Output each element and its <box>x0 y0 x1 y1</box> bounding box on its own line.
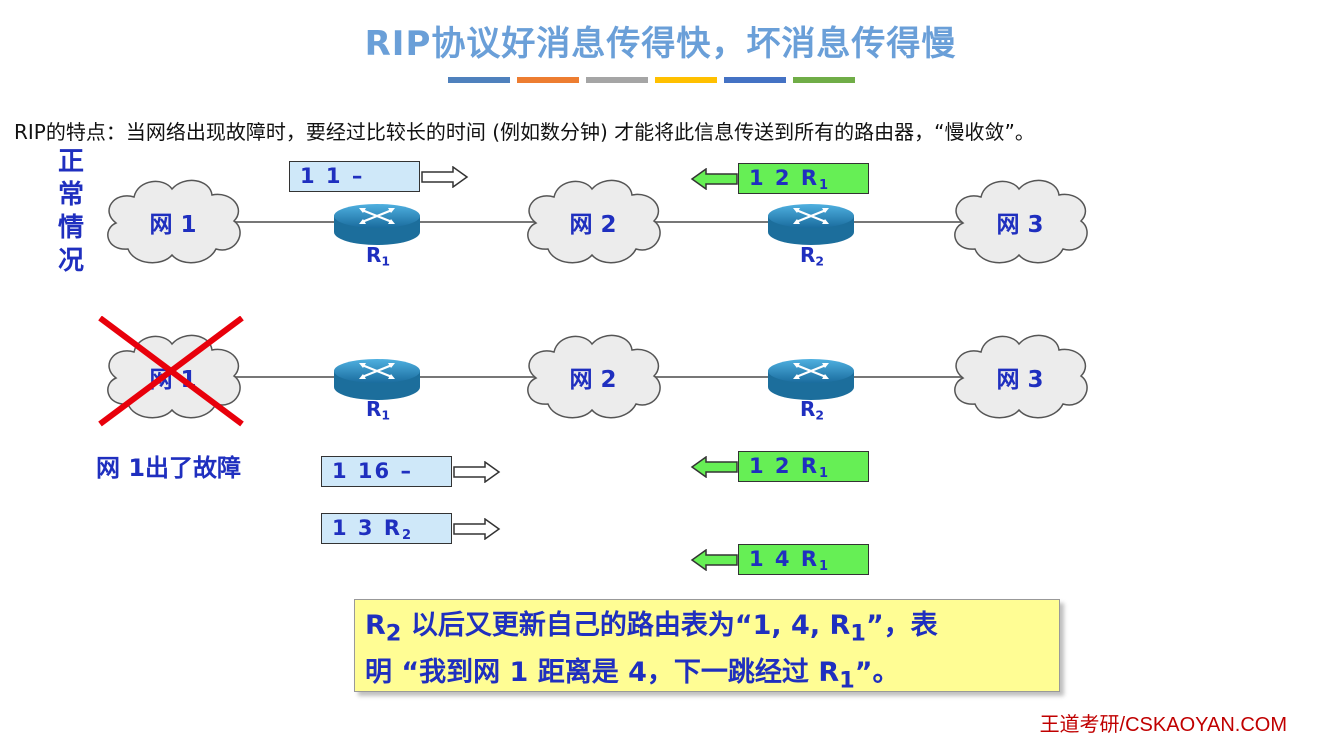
arrow-left-icon <box>690 456 738 478</box>
note-text: ”。 <box>854 657 900 689</box>
title-color-bar <box>793 77 855 83</box>
router-r2-icon <box>766 357 856 401</box>
arrow-right-icon <box>453 518 501 540</box>
rip-update-r2: 1 2 R1 <box>738 163 869 194</box>
router-r1-label: R1 <box>358 243 398 269</box>
fault-label: 网 1出了故障 <box>96 454 242 482</box>
rip-update-r1: 1 1 – <box>289 161 420 192</box>
note-line1: R2 以后又更新自己的路由表为“1, 4, R1”，表 <box>365 606 1049 653</box>
router-r2-sub: 2 <box>815 253 825 269</box>
router-r2-sub: 2 <box>815 407 825 423</box>
router-r1-name: R <box>365 397 382 421</box>
rip-update-sub: 1 <box>819 465 831 481</box>
rip-update-text: 1 1 – <box>300 164 365 188</box>
router-r1-icon <box>332 357 422 401</box>
router-r1-label: R1 <box>358 397 398 423</box>
note-text: R <box>365 610 386 641</box>
note-sub: 1 <box>850 620 866 647</box>
cloud-net3: 网 3 <box>945 326 1095 426</box>
net1-label: 网 1 <box>149 212 197 238</box>
note-sub: 2 <box>385 620 402 647</box>
rip-update-text: 1 4 R <box>749 547 820 571</box>
rip-update-text: 1 2 R <box>749 454 820 478</box>
net3-label: 网 3 <box>996 212 1044 238</box>
rip-update-sub: 1 <box>819 558 831 574</box>
router-r2-label: R2 <box>792 243 832 269</box>
title-color-bar <box>517 77 579 83</box>
note-text: ”，表 <box>865 610 938 641</box>
note-text: 以后又更新自己的路由表为“1, 4, R <box>401 610 851 641</box>
footer-brand: 王道考研/CSKAOYAN.COM <box>1039 714 1287 736</box>
rip-update-r1: 1 16 – <box>321 456 452 487</box>
net3-label: 网 3 <box>996 367 1044 393</box>
router-r2-label: R2 <box>792 397 832 423</box>
rip-update-text: 1 16 – <box>332 459 413 483</box>
note-box: R2 以后又更新自己的路由表为“1, 4, R1”，表 明 “我到网 1 距离是… <box>354 599 1060 694</box>
rip-update-r1: 1 3 R2 <box>321 513 452 544</box>
rip-update-r2: 1 2 R1 <box>738 451 869 482</box>
rip-update-sub: 1 <box>819 177 831 193</box>
note-text: 明 “我到网 1 距离是 4，下一跳经过 R <box>365 657 840 689</box>
arrow-right-icon <box>453 461 501 483</box>
router-r2-name: R <box>799 243 816 267</box>
net2-label: 网 2 <box>569 367 617 393</box>
intro-text: RIP的特点：当网络出现故障时，要经过比较长的时间 (例如数分钟) 才能将此信息… <box>14 120 1035 144</box>
rip-update-text: 1 3 R <box>332 516 403 540</box>
cloud-net1: 网 1 <box>98 171 248 271</box>
note-sub: 1 <box>839 667 855 694</box>
note-line2: 明 “我到网 1 距离是 4，下一跳经过 R1”。 <box>365 653 1049 700</box>
arrow-left-icon <box>690 168 738 190</box>
router-r1-sub: 1 <box>381 407 391 423</box>
router-r2-name: R <box>799 397 816 421</box>
title-color-bar <box>655 77 717 83</box>
router-r1-icon <box>332 202 422 246</box>
rip-update-r2: 1 4 R1 <box>738 544 869 575</box>
cloud-net2: 网 2 <box>518 171 668 271</box>
rip-update-text: 1 2 R <box>749 166 820 190</box>
router-r1-name: R <box>365 243 382 267</box>
fault-cross-icon <box>96 315 246 432</box>
title-color-bar <box>724 77 786 83</box>
router-r1-sub: 1 <box>381 253 391 269</box>
page-title: RIP协议好消息传得快，坏消息传得慢 <box>364 24 957 64</box>
cloud-net2: 网 2 <box>518 326 668 426</box>
net2-label: 网 2 <box>569 212 617 238</box>
arrow-right-icon <box>421 166 469 188</box>
normal-case-label: 正常情况 <box>57 147 84 276</box>
arrow-left-icon <box>690 549 738 571</box>
title-color-bar <box>448 77 510 83</box>
cloud-net3: 网 3 <box>945 171 1095 271</box>
rip-update-sub: 2 <box>402 527 414 543</box>
title-color-bar <box>586 77 648 83</box>
router-r2-icon <box>766 202 856 246</box>
